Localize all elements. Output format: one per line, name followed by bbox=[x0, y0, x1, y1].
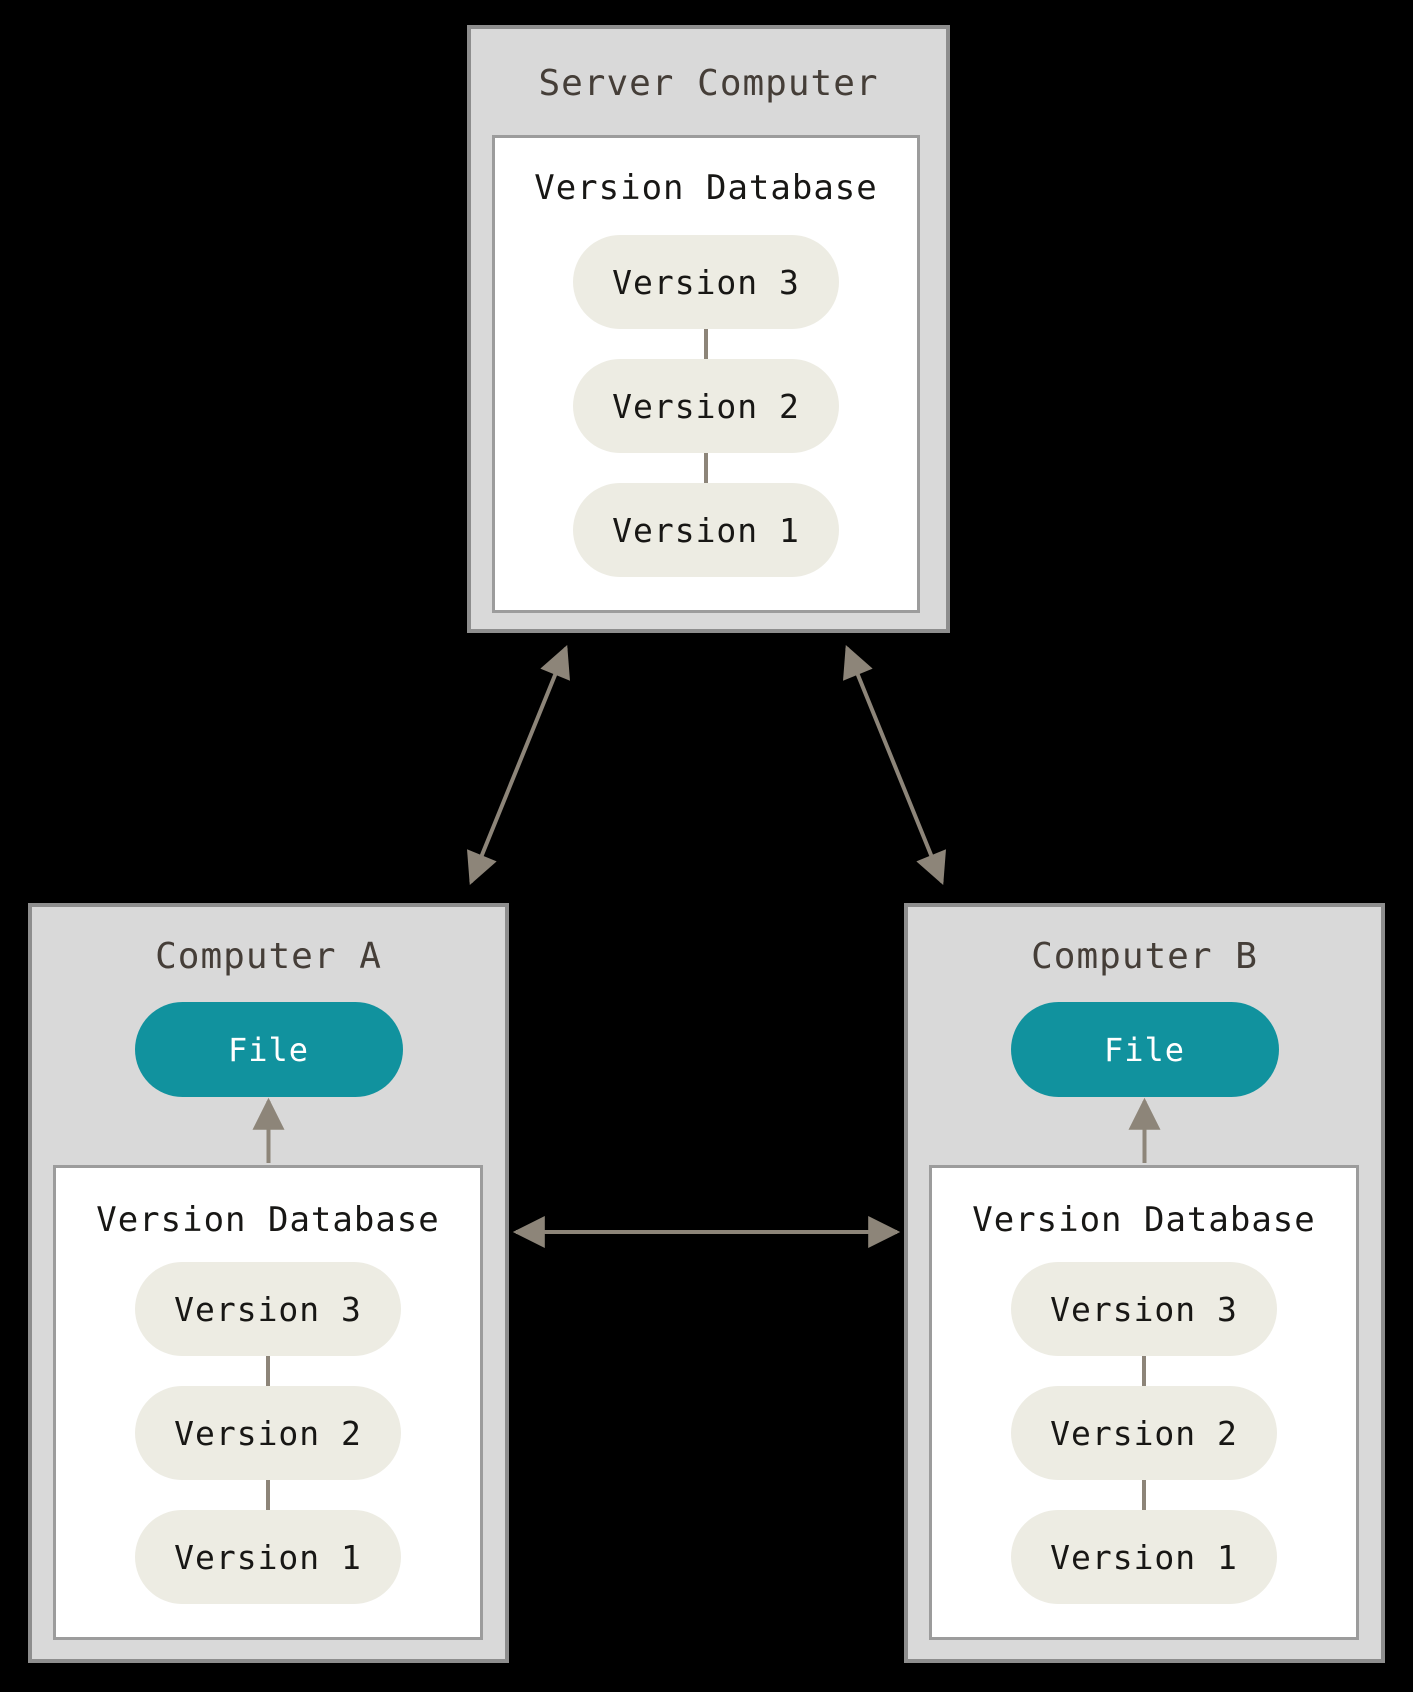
server-computer-box: Server Computer Version Database Version… bbox=[467, 25, 950, 633]
computer-a-version-3-pill: Version 3 bbox=[135, 1262, 401, 1356]
computer-a-version-database-box: Version Database Version 3 Version 2 Ver… bbox=[53, 1165, 483, 1640]
server-version-2-pill: Version 2 bbox=[573, 359, 839, 453]
computer-b-box: Computer B File Version Database Version… bbox=[904, 903, 1385, 1663]
computer-b-version-2-pill: Version 2 bbox=[1011, 1386, 1277, 1480]
computer-a-file-pill: File bbox=[134, 1002, 403, 1097]
computer-a-title: Computer A bbox=[155, 936, 382, 977]
arrow-server-to-computer-b bbox=[843, 645, 946, 885]
server-version-3-pill: Version 3 bbox=[573, 235, 839, 329]
computer-b-version-database-box: Version Database Version 3 Version 2 Ver… bbox=[929, 1165, 1359, 1640]
server-version-connector-2-1 bbox=[704, 453, 708, 483]
computer-a-version-2-pill: Version 2 bbox=[135, 1386, 401, 1480]
server-computer-title: Server Computer bbox=[538, 63, 879, 104]
computer-b-version-connector-2-1 bbox=[1142, 1480, 1146, 1510]
server-version-database-title: Version Database bbox=[534, 168, 878, 208]
server-version-database-box: Version Database Version 3 Version 2 Ver… bbox=[492, 135, 920, 613]
computer-a-version-database-title: Version Database bbox=[96, 1200, 440, 1240]
computer-a-version-connector-3-2 bbox=[266, 1356, 270, 1386]
computer-b-title: Computer B bbox=[1031, 936, 1258, 977]
server-version-1-pill: Version 1 bbox=[573, 483, 839, 577]
arrow-server-to-computer-a bbox=[467, 645, 570, 885]
computer-a-box: Computer A File Version Database Version… bbox=[28, 903, 509, 1663]
computer-b-version-1-pill: Version 1 bbox=[1011, 1510, 1277, 1604]
computer-b-file-pill: File bbox=[1010, 1002, 1279, 1097]
computer-b-version-connector-3-2 bbox=[1142, 1356, 1146, 1386]
computer-b-version-database-title: Version Database bbox=[972, 1200, 1316, 1240]
server-version-connector-3-2 bbox=[704, 329, 708, 359]
computer-b-version-3-pill: Version 3 bbox=[1011, 1262, 1277, 1356]
computer-a-version-connector-2-1 bbox=[266, 1480, 270, 1510]
computer-a-version-1-pill: Version 1 bbox=[135, 1510, 401, 1604]
